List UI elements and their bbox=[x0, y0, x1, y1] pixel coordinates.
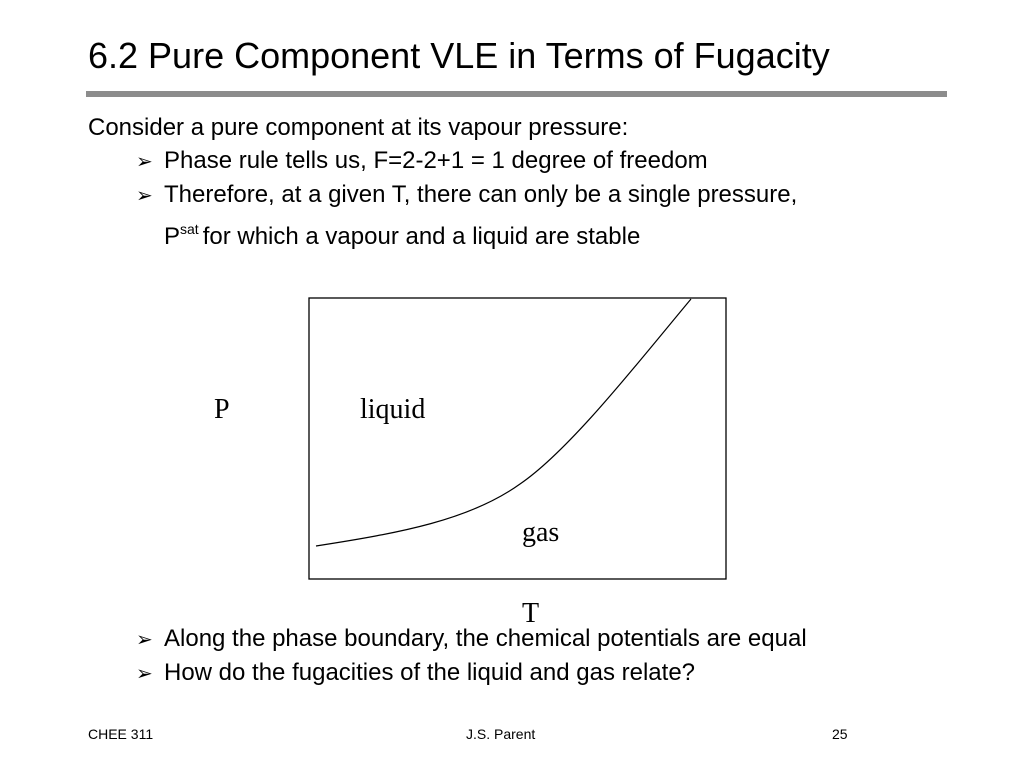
bullet-text: How do the fugacities of the liquid and … bbox=[164, 659, 696, 686]
psat-symbol: P bbox=[164, 223, 181, 250]
diagram-frame bbox=[308, 297, 727, 580]
slide-title: 6.2 Pure Component VLE in Terms of Fugac… bbox=[88, 35, 830, 76]
title-divider bbox=[86, 91, 947, 97]
footer-course: CHEE 311 bbox=[88, 726, 154, 742]
psat-superscript: sat bbox=[180, 221, 199, 237]
liquid-region-label: liquid bbox=[360, 394, 425, 425]
footer-page-number: 25 bbox=[832, 726, 848, 742]
bullet-phase-rule: ➢ Phase rule tells us, F=2-2+1 = 1 degree… bbox=[136, 144, 708, 178]
bullet-continuation-text: for which a vapour and a liquid are stab… bbox=[202, 223, 641, 250]
bullet-text: Along the phase boundary, the chemical p… bbox=[164, 625, 807, 652]
bullet-chemical-potentials: ➢ Along the phase boundary, the chemical … bbox=[136, 622, 807, 656]
x-axis-label: T bbox=[522, 598, 539, 629]
y-axis-label: P bbox=[214, 394, 230, 425]
bullet-text: Therefore, at a given T, there can only … bbox=[164, 181, 798, 208]
bullet-text: Phase rule tells us, F=2-2+1 = 1 degree … bbox=[164, 147, 708, 174]
vapour-pressure-curve bbox=[315, 298, 692, 547]
intro-text: Consider a pure component at its vapour … bbox=[88, 114, 629, 141]
bullet-arrow-icon: ➢ bbox=[136, 661, 153, 685]
bullet-arrow-icon: ➢ bbox=[136, 183, 153, 207]
bullet-arrow-icon: ➢ bbox=[136, 149, 153, 173]
bullet-arrow-icon: ➢ bbox=[136, 627, 153, 651]
bullet-single-pressure: ➢ Therefore, at a given T, there can only… bbox=[136, 178, 797, 212]
footer-author: J.S. Parent bbox=[466, 726, 536, 742]
bullet-fugacities: ➢ How do the fugacities of the liquid and… bbox=[136, 656, 695, 690]
gas-region-label: gas bbox=[522, 517, 559, 548]
